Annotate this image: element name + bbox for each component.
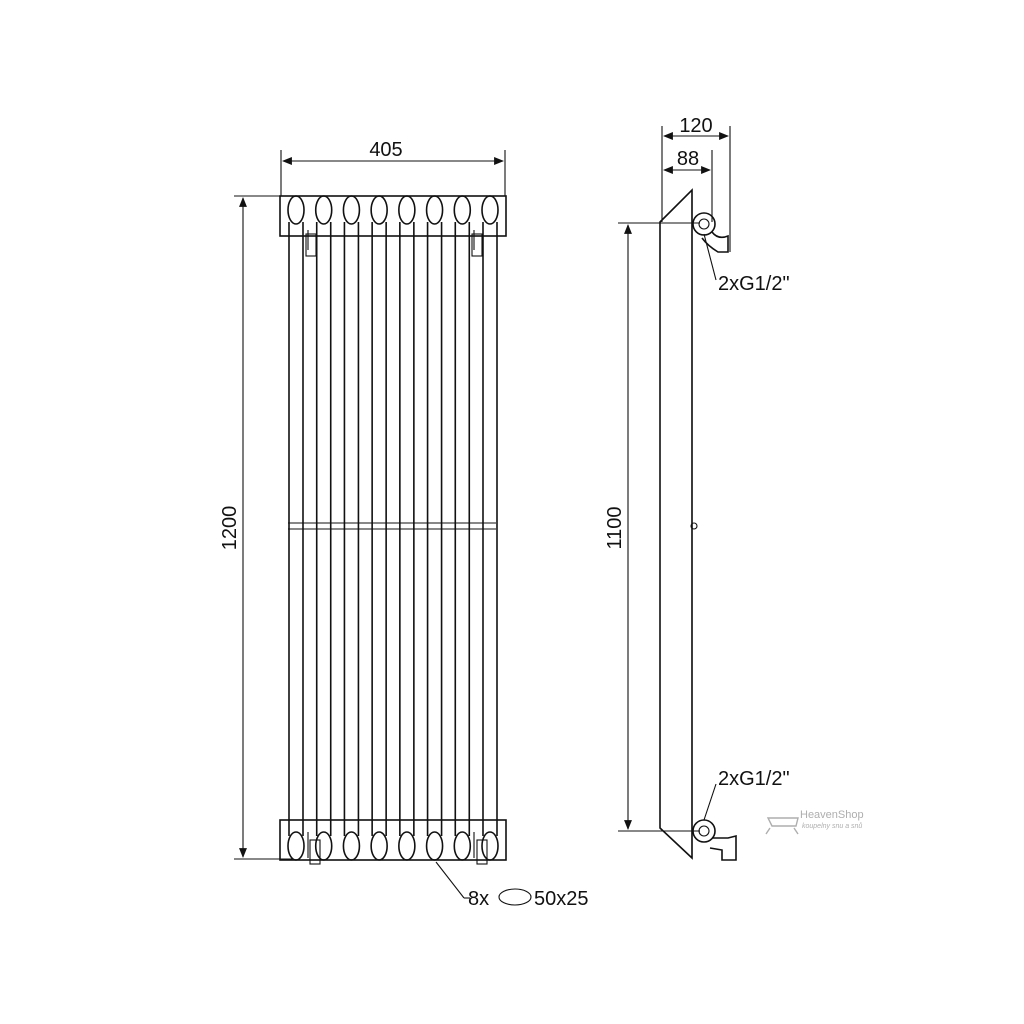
tube-top-cap bbox=[287, 195, 305, 225]
radiator-tube bbox=[481, 195, 499, 861]
radiator-tube bbox=[314, 195, 333, 861]
tube-count-label: 8x bbox=[468, 888, 489, 910]
tube-size-label: 50x25 bbox=[534, 888, 589, 910]
tube-bottom-cap bbox=[287, 831, 305, 861]
bottom-connection-callout: 2xG1/2" bbox=[703, 768, 790, 821]
top-connection-callout: 2xG1/2" bbox=[703, 233, 790, 295]
radiator-tube bbox=[453, 195, 472, 861]
radiator-tube bbox=[287, 195, 305, 861]
side-profile-body bbox=[659, 188, 693, 860]
top-connection-label: 2xG1/2" bbox=[718, 273, 790, 295]
tube-top-cap bbox=[370, 195, 388, 225]
depth-total-label: 120 bbox=[679, 115, 712, 137]
tube-top-cap bbox=[314, 195, 333, 225]
tube-top-cap bbox=[481, 195, 499, 225]
tube-bottom-cap bbox=[370, 831, 388, 861]
watermark-tagline: koupelny snu a snů bbox=[802, 822, 862, 830]
wall-bracket-top-right bbox=[471, 230, 483, 257]
watermark-brand: HeavenShop bbox=[800, 809, 864, 821]
bottom-connection-label: 2xG1/2" bbox=[718, 768, 790, 790]
top-header-rail bbox=[279, 195, 507, 237]
tube-top-cap bbox=[425, 195, 444, 225]
air-vent-point bbox=[690, 522, 698, 530]
height-label: 1200 bbox=[219, 506, 241, 551]
tube-top-cap bbox=[398, 195, 416, 225]
radiator-tube bbox=[398, 195, 416, 861]
wall-bracket-bottom-left bbox=[307, 832, 321, 865]
front-view: 405 1200 8x 50x25 bbox=[219, 139, 589, 910]
tube-bottom-cap bbox=[342, 831, 361, 861]
tube-top-cap bbox=[342, 195, 361, 225]
tube-bottom-cap bbox=[453, 831, 472, 861]
tube-top-cap bbox=[453, 195, 472, 225]
connection-height-dimension: 1100 bbox=[604, 222, 700, 832]
depth-total-dimension: 120 bbox=[661, 115, 731, 252]
wall-bracket-bottom-right bbox=[473, 832, 488, 865]
top-connection-fitting bbox=[692, 212, 729, 253]
bathtub-logo-icon bbox=[765, 817, 799, 835]
width-dimension: 405 bbox=[280, 139, 506, 196]
depth-label: 88 bbox=[677, 148, 699, 170]
tube-bottom-cap bbox=[314, 831, 333, 861]
tube-profile-callout: 8x 50x25 bbox=[435, 861, 589, 910]
bottom-connection-fitting bbox=[692, 819, 737, 861]
tube-bottom-cap bbox=[481, 831, 499, 861]
height-dimension: 1200 bbox=[219, 195, 292, 860]
radiator-tube bbox=[370, 195, 388, 861]
radiator-tube bbox=[425, 195, 444, 861]
radiator-tubes bbox=[287, 195, 499, 861]
wall-bracket-top-left bbox=[305, 230, 317, 257]
tube-bottom-cap bbox=[425, 831, 444, 861]
tube-bottom-cap bbox=[398, 831, 416, 861]
depth-dimension: 88 bbox=[663, 148, 713, 222]
bottom-header-rail bbox=[279, 819, 507, 861]
width-label: 405 bbox=[369, 139, 402, 161]
oval-profile-icon bbox=[498, 888, 532, 906]
radiator-tube bbox=[342, 195, 361, 861]
side-view: 120 88 1100 2xG1/2" 2xG1/2" bbox=[604, 115, 790, 861]
watermark: HeavenShop koupelny snu a snů bbox=[765, 809, 864, 835]
connection-height-label: 1100 bbox=[604, 506, 626, 549]
